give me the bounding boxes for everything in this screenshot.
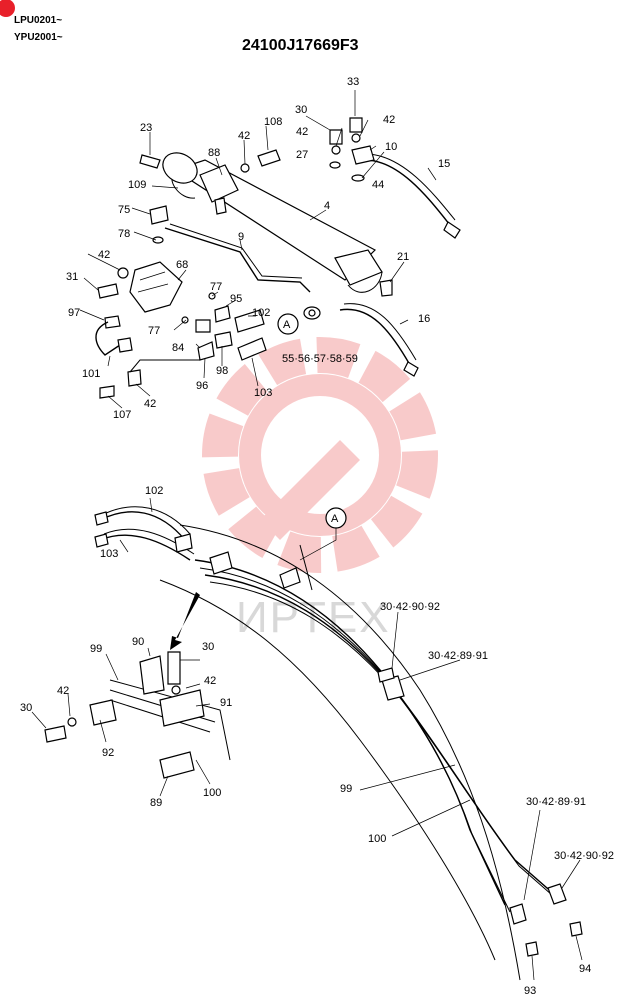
- callout-102: 102: [145, 485, 163, 497]
- callout-103: 103: [100, 548, 118, 560]
- serial-range-2: YPU2001~: [14, 32, 63, 43]
- callout-15: 15: [438, 158, 450, 170]
- callout-42: 42: [144, 398, 156, 410]
- callout-30: 30: [202, 641, 214, 653]
- reference-a-lower: A: [331, 513, 339, 525]
- callout-31: 31: [66, 271, 78, 283]
- callout-42: 42: [57, 685, 69, 697]
- callout-4: 4: [324, 200, 330, 212]
- callout-16: 16: [418, 313, 430, 325]
- callout-30: 30: [20, 702, 32, 714]
- callout-107: 107: [113, 409, 131, 421]
- callout-88: 88: [208, 147, 220, 159]
- watermark-gear-logo: [202, 337, 438, 573]
- callout-77: 77: [148, 325, 160, 337]
- callout-91: 91: [220, 697, 232, 709]
- callout-55-59: 55·56·57·58·59: [282, 353, 358, 365]
- callout-10: 10: [385, 141, 397, 153]
- callout-42: 42: [204, 675, 216, 687]
- callout-42: 42: [238, 130, 250, 142]
- callout-99: 99: [340, 783, 352, 795]
- callout-44: 44: [372, 179, 384, 191]
- callout-100: 100: [368, 833, 386, 845]
- callout-103: 103: [254, 387, 272, 399]
- callout-90: 90: [132, 636, 144, 648]
- corner-badge: [0, 0, 15, 17]
- callout-94: 94: [579, 963, 591, 975]
- reference-a-circle-upper: [277, 313, 299, 335]
- callout-89: 89: [150, 797, 162, 809]
- callout-100: 100: [203, 787, 221, 799]
- boom-assembly: [31, 497, 583, 981]
- callout-30-42-89-91: 30·42·89·91: [428, 650, 488, 662]
- page-title: 24100J17669F3: [242, 37, 359, 54]
- callout-33: 33: [347, 76, 359, 88]
- callout-77: 77: [210, 281, 222, 293]
- callout-75: 75: [118, 204, 130, 216]
- callout-30-42-90-92: 30·42·90·92: [380, 601, 440, 613]
- callout-99: 99: [90, 643, 102, 655]
- callout-92: 92: [102, 747, 114, 759]
- callout-108: 108: [264, 116, 282, 128]
- reference-a-upper: A: [283, 319, 291, 331]
- callout-42: 42: [98, 249, 110, 261]
- callout-98: 98: [216, 365, 228, 377]
- callout-97: 97: [68, 307, 80, 319]
- callout-68: 68: [176, 259, 188, 271]
- callout-102: 102: [252, 307, 270, 319]
- callout-30: 30: [295, 104, 307, 116]
- callout-101: 101: [82, 368, 100, 380]
- callout-42: 42: [383, 114, 395, 126]
- callout-21: 21: [397, 251, 409, 263]
- callout-9: 9: [238, 231, 244, 243]
- watermark-text: ИРТЕХ: [236, 593, 391, 642]
- callout-109: 109: [128, 179, 146, 191]
- callout-30-42-90-92: 30·42·90·92: [554, 850, 614, 862]
- reference-a-circle-lower: [325, 507, 347, 529]
- callout-27: 27: [296, 149, 308, 161]
- callout-23: 23: [140, 122, 152, 134]
- callout-42: 42: [296, 126, 308, 138]
- callout-30-42-89-91: 30·42·89·91: [526, 796, 586, 808]
- callout-78: 78: [118, 228, 130, 240]
- callout-96: 96: [196, 380, 208, 392]
- serial-range-1: LPU0201~: [14, 15, 62, 26]
- callout-95: 95: [230, 293, 242, 305]
- upper-assembly: [79, 90, 461, 409]
- callout-93: 93: [524, 985, 536, 997]
- callout-84: 84: [172, 342, 184, 354]
